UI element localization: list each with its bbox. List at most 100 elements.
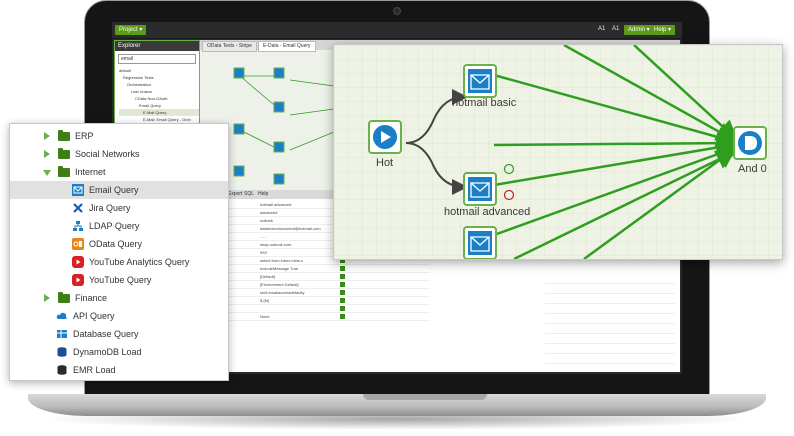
task-history-table	[545, 274, 675, 369]
tree-line[interactable]: Email Query	[139, 103, 162, 108]
row-value[interactable]: [Default]	[260, 274, 275, 279]
status-box	[340, 290, 345, 295]
user-badge-2[interactable]: A1	[612, 26, 620, 32]
user-badge-1[interactable]: A1	[598, 26, 606, 32]
row-value[interactable]: stc5:emailaccessdefaulty	[260, 290, 305, 295]
tree-item-finance[interactable]: Finance	[10, 289, 228, 307]
node-label-hotmail-advanced: hotmail advanced	[444, 206, 531, 218]
odata-icon	[72, 238, 84, 250]
folder-icon	[58, 130, 70, 141]
node-label-hot: Hot	[376, 157, 394, 169]
row-value[interactable]: advanced	[260, 210, 278, 215]
tree-line[interactable]: Last Unison	[131, 89, 153, 94]
row-value[interactable]: [Environment Default]	[260, 282, 299, 287]
expand-arrow-icon[interactable]	[44, 150, 50, 158]
status-box	[340, 266, 345, 271]
row-value[interactable]: ......	[260, 234, 267, 239]
zoomed-flow-diagram	[334, 45, 782, 259]
tree-item-label: Jira Query	[89, 203, 131, 213]
tree-item-label: Database Query	[73, 329, 139, 339]
component-tree-popup: ERP Social Networks Internet Email Query…	[9, 123, 229, 381]
base-notch	[363, 394, 487, 400]
node-label-hotmail-basic: hotmail basic	[452, 97, 517, 109]
node-and[interactable]	[733, 126, 767, 160]
tab-email-query[interactable]: E-Data - Email Query	[258, 41, 316, 52]
tab-odata-tests[interactable]: OData Tests - Stripe	[202, 41, 257, 52]
row-value[interactable]: select from inbox.mins.s	[260, 258, 303, 263]
table-row: select from inbox.mins.s	[200, 257, 430, 265]
tree-item-erp[interactable]: ERP	[10, 127, 228, 145]
status-box	[340, 258, 345, 263]
status-box	[340, 282, 345, 287]
youtube-icon	[72, 256, 84, 268]
node-hotmail-basic[interactable]	[463, 64, 497, 98]
node-label-and: And 0	[738, 163, 767, 175]
youtube-icon	[72, 274, 84, 286]
folder-icon	[58, 148, 70, 159]
node-hotmail-advanced[interactable]	[463, 172, 497, 206]
project-menu[interactable]: Project ▾	[115, 25, 147, 35]
tree-item-internet[interactable]: Internet	[10, 163, 228, 181]
tab-sql[interactable]: SQL	[244, 191, 255, 197]
row-value[interactable]: imap.outlook.com	[260, 242, 292, 247]
folder-icon	[58, 166, 70, 177]
table-row: None	[200, 313, 430, 321]
explorer-search-input[interactable]: email	[118, 54, 196, 64]
row-value[interactable]: $ (M)	[260, 298, 270, 303]
tree-line[interactable]: E-Mail: Email Query - Orch	[143, 117, 191, 122]
tree-item-emr-load[interactable]: EMR Load	[10, 361, 228, 379]
laptop-base	[28, 394, 766, 416]
node-email-3[interactable]	[463, 226, 497, 259]
tree-item-label: LDAP Query	[89, 221, 140, 231]
zoomed-flow-canvas[interactable]: Hot hotmail basic hotmail advanced And 0	[333, 44, 783, 260]
row-value[interactable]: IncludeMessage True	[260, 266, 299, 271]
tree-line[interactable]: E-Mail Query	[119, 109, 199, 116]
tree-item-youtube-query[interactable]: YouTube Query	[10, 271, 228, 289]
tree-item-email-query[interactable]: Email Query	[10, 181, 228, 199]
explorer-title: Explorer	[115, 41, 199, 51]
tree-line[interactable]: CData Non-OAuth	[135, 96, 168, 101]
table-row: [Environment Default]	[200, 281, 430, 289]
expand-arrow-icon[interactable]	[44, 132, 50, 140]
table-row: [Default]	[200, 273, 430, 281]
tree-item-jira-query[interactable]: Jira Query	[10, 199, 228, 217]
tree-item-database-query[interactable]: Database Query	[10, 325, 228, 343]
tree-item-social-networks[interactable]: Social Networks	[10, 145, 228, 163]
status-box	[340, 306, 345, 311]
table-row: stc5:emailaccessdefaulty	[200, 289, 430, 297]
status-box	[340, 314, 345, 319]
tab-export[interactable]: Export	[228, 191, 243, 197]
row-value[interactable]: hotmail advanced	[260, 202, 292, 207]
tree-item-label: Internet	[75, 167, 106, 177]
email-icon	[72, 184, 84, 196]
tree-item-label: API Query	[73, 311, 115, 321]
jira-icon	[72, 202, 84, 214]
tree-line[interactable]: Regression Tests	[123, 75, 154, 80]
database-icon	[56, 328, 68, 340]
folder-icon	[58, 292, 70, 303]
table-row: IncludeMessage True	[200, 265, 430, 273]
tree-item-label: Email Query	[89, 185, 139, 195]
tree-item-api-query[interactable]: API Query	[10, 307, 228, 325]
table-row	[200, 305, 430, 313]
tree-item-ldap-query[interactable]: LDAP Query	[10, 217, 228, 235]
admin-menu[interactable]: Admin ▾	[624, 25, 654, 35]
row-value[interactable]: 993	[260, 250, 267, 255]
tab-help[interactable]: Help	[258, 191, 269, 197]
help-menu[interactable]: Help ▾	[650, 25, 676, 35]
node-hot[interactable]	[368, 120, 402, 154]
row-value[interactable]: outlook	[260, 218, 273, 223]
tree-line[interactable]: Orchestration	[127, 82, 152, 87]
row-value[interactable]: dataexecutionunted@hotmail.com	[260, 226, 321, 231]
tree-item-odata-query[interactable]: OData Query	[10, 235, 228, 253]
tree-item-label: YouTube Query	[89, 275, 152, 285]
status-box	[340, 298, 345, 303]
tree-item-dynamodb-load[interactable]: DynamoDB Load	[10, 343, 228, 361]
ldap-icon	[72, 220, 84, 232]
expand-arrow-icon[interactable]	[44, 294, 50, 302]
tree-item-youtube-analytics-query[interactable]: YouTube Analytics Query	[10, 253, 228, 271]
row-value[interactable]: None	[260, 314, 270, 319]
collapse-arrow-icon[interactable]	[43, 170, 51, 176]
tree-item-label: DynamoDB Load	[73, 347, 142, 357]
tree-line[interactable]: default	[119, 68, 132, 73]
